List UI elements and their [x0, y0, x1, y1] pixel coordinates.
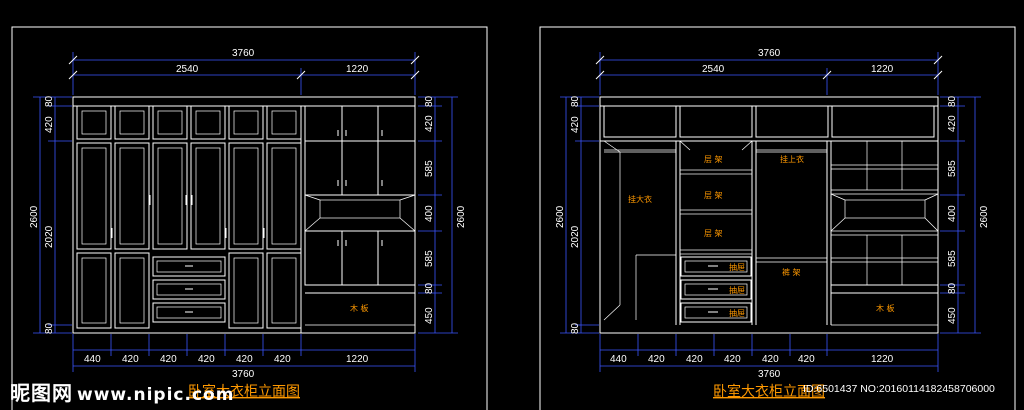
left-label-shelf: 木 板 — [350, 303, 369, 313]
right-right-dim-4: 585 — [947, 250, 958, 267]
left-right-dim-5: 80 — [424, 282, 435, 294]
left-elevation-panel: 3760 2540 1220 2600 2020 420 80 80 — [11, 26, 488, 410]
label-shelf-3: 层 架 — [704, 229, 723, 238]
label-shelf-1: 层 架 — [704, 155, 723, 164]
left-top-right-dim: 1220 — [346, 64, 369, 75]
left-left-total-dim: 2600 — [29, 205, 40, 228]
label-pants-rack: 裤 架 — [782, 267, 801, 277]
left-right-dim-3: 400 — [424, 205, 435, 222]
label-drawer-3: 抽屉 — [729, 308, 745, 318]
left-left-inner-dim: 2020 — [44, 225, 55, 248]
left-top-total-dim: 3760 — [232, 48, 255, 59]
left-top-left-dim: 2540 — [176, 64, 199, 75]
left-left-80-top: 80 — [44, 95, 55, 107]
watermark-logo-text: 昵图网 — [10, 381, 73, 405]
right-bottom-dim-4: 420 — [762, 354, 779, 365]
right-label-shelf: 木 板 — [876, 303, 895, 313]
label-drawer-1: 抽屉 — [729, 262, 745, 272]
right-top-total-dim: 3760 — [758, 48, 781, 59]
right-right-dim-3: 400 — [947, 205, 958, 222]
right-bottom-dim-3: 420 — [724, 354, 741, 365]
right-left-top-dim: 420 — [570, 116, 581, 133]
right-right-dimensions: 80 420 585 400 585 80 450 2600 — [940, 95, 990, 334]
right-bottom-dim-0: 440 — [610, 354, 627, 365]
right-bottom-dim-2: 420 — [686, 354, 703, 365]
watermark-id: ID:6501437 NO:20160114182458706000 — [803, 383, 995, 395]
label-drawer-2: 抽屉 — [729, 285, 745, 295]
left-bottom-dim-2: 420 — [160, 354, 177, 365]
right-top-dimensions: 3760 2540 1220 — [595, 48, 943, 95]
left-left-top-dim: 420 — [44, 116, 55, 133]
left-left-80-bottom: 80 — [44, 322, 55, 334]
right-left-total-dim: 2600 — [555, 205, 566, 228]
right-bottom-dim-5: 420 — [798, 354, 815, 365]
right-bottom-dimensions: 440 420 420 420 420 420 1220 3760 — [599, 334, 939, 380]
right-elevation-panel: 3760 2540 1220 2600 2020 420 80 80 — [539, 26, 1016, 410]
left-bottom-right-dim: 1220 — [346, 354, 369, 365]
left-drawing-title: 卧室大衣柜立面图 — [188, 383, 300, 400]
left-panel-frame — [11, 26, 488, 410]
left-right-dim-6: 450 — [424, 307, 435, 324]
right-right-dim-5: 80 — [947, 282, 958, 294]
right-left-dimensions: 2600 2020 420 80 80 — [555, 95, 599, 334]
left-right-dim-1: 420 — [424, 115, 435, 132]
label-shelf-2: 层 架 — [704, 191, 723, 200]
right-panel-frame — [539, 26, 1016, 410]
left-right-dim-4: 585 — [424, 250, 435, 267]
left-bottom-total-dim: 3760 — [232, 369, 255, 380]
right-left-80-top: 80 — [570, 95, 581, 107]
right-left-80-bottom: 80 — [570, 322, 581, 334]
left-bottom-dim-0: 440 — [84, 354, 101, 365]
left-right-total-dim: 2600 — [456, 205, 467, 228]
right-top-left-dim: 2540 — [702, 64, 725, 75]
left-top-dimensions: 3760 2540 1220 — [68, 48, 420, 95]
right-wardrobe-interior: 挂大衣 层 架 层 架 层 架 抽屉 抽屉 抽屉 挂上衣 裤 架 — [599, 96, 939, 334]
right-top-right-dim: 1220 — [871, 64, 894, 75]
left-right-dimensions: 80 420 585 400 585 80 450 2600 — [418, 95, 467, 334]
left-bottom-dimensions: 440 420 420 420 420 420 1220 3760 — [72, 334, 416, 380]
label-hang-top: 挂上衣 — [780, 154, 804, 164]
left-side-dimensions: 2600 2020 420 80 80 — [29, 95, 72, 334]
right-right-dim-2: 585 — [947, 160, 958, 177]
left-bottom-dim-1: 420 — [122, 354, 139, 365]
left-bottom-dim-5: 420 — [274, 354, 291, 365]
left-bottom-dim-3: 420 — [198, 354, 215, 365]
right-right-total-dim: 2600 — [979, 205, 990, 228]
left-right-dim-0: 80 — [424, 95, 435, 107]
left-wardrobe-elevation: 木 板 — [72, 96, 416, 334]
label-long-clothes: 挂大衣 — [628, 194, 652, 204]
right-drawing-title: 卧室大衣柜立面图 — [713, 383, 825, 400]
right-left-inner-dim: 2020 — [570, 225, 581, 248]
watermark-url: www.nipic.com — [77, 385, 235, 405]
right-right-dim-6: 450 — [947, 307, 958, 324]
right-bottom-right-dim: 1220 — [871, 354, 894, 365]
right-right-dim-1: 420 — [947, 115, 958, 132]
right-right-dim-0: 80 — [947, 95, 958, 107]
right-bottom-total-dim: 3760 — [758, 369, 781, 380]
right-bottom-dim-1: 420 — [648, 354, 665, 365]
left-right-dim-2: 585 — [424, 160, 435, 177]
left-bottom-dim-4: 420 — [236, 354, 253, 365]
